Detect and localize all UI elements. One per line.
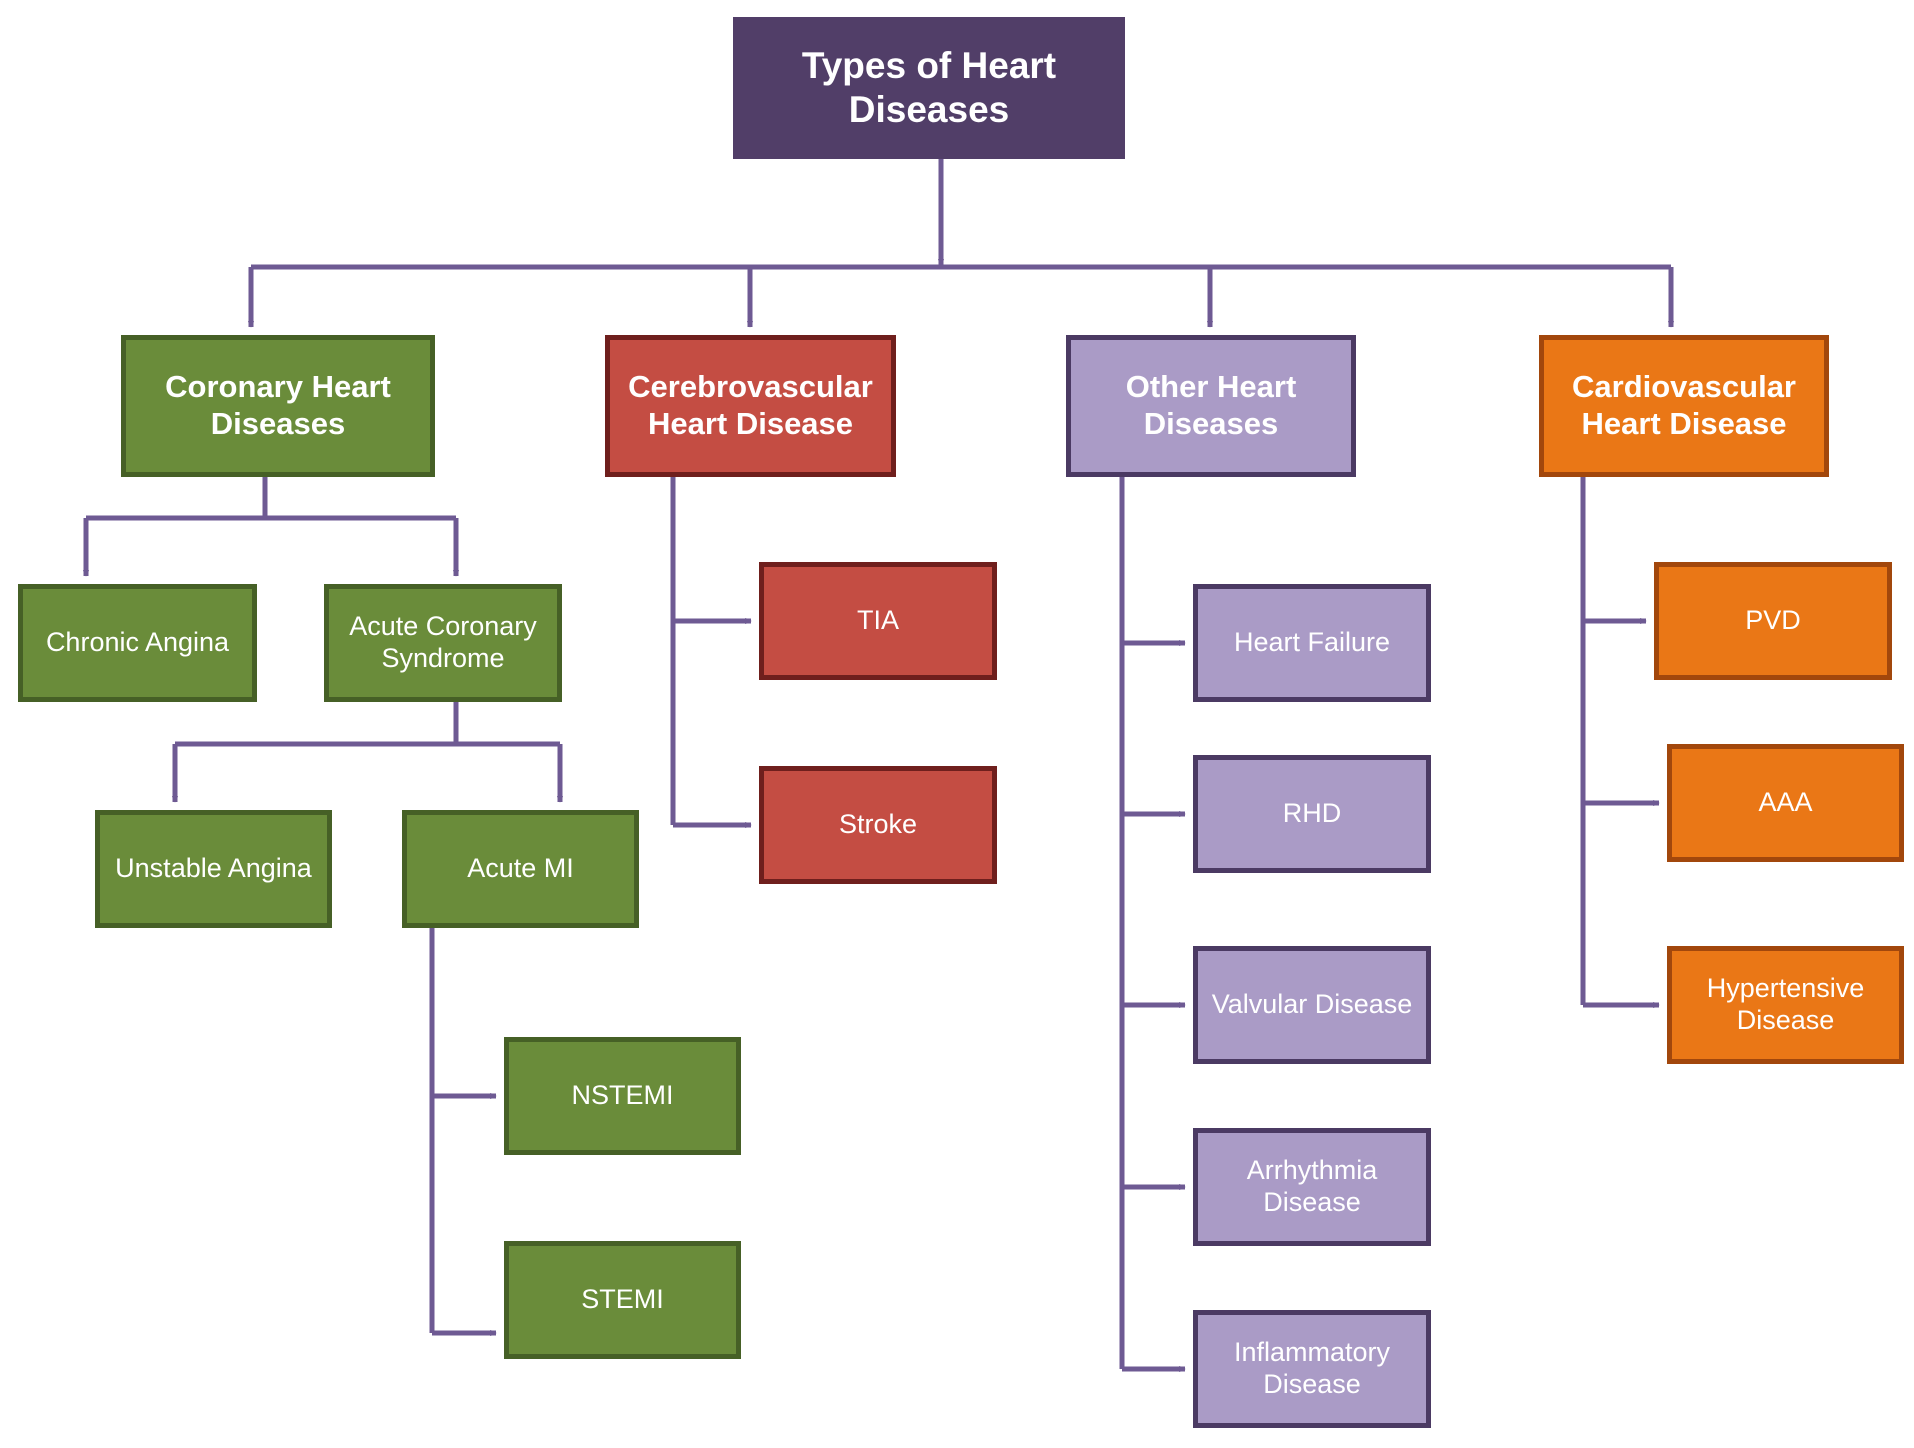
pvd-node: PVD [1654, 562, 1892, 680]
cardiovascular-heart-disease-node: Cardiovascular Heart Disease [1539, 335, 1829, 477]
valvular-disease-node: Valvular Disease [1193, 946, 1431, 1064]
hypertensive-label: Hypertensive Disease [1706, 973, 1865, 1035]
other-label: Other Heart Diseases [1125, 369, 1297, 441]
acute-mi-node: Acute MI [402, 810, 639, 928]
hypertensive-disease-node: Hypertensive Disease [1667, 946, 1904, 1064]
stemi-label: STEMI [581, 1284, 664, 1315]
arrhythmia-label: Arrhythmia Disease [1246, 1155, 1378, 1217]
aaa-label: AAA [1758, 787, 1813, 818]
acs-label: Acute Coronary Syndrome [349, 611, 537, 673]
rhd-node: RHD [1193, 755, 1431, 873]
unstable-angina-label: Unstable Angina [115, 853, 312, 884]
stroke-node: Stroke [759, 766, 997, 884]
coronary-heart-diseases-node: Coronary Heart Diseases [121, 335, 435, 477]
nstemi-label: NSTEMI [571, 1080, 674, 1111]
stroke-label: Stroke [838, 809, 918, 840]
tia-node: TIA [759, 562, 997, 680]
unstable-angina-node: Unstable Angina [95, 810, 332, 928]
cardiovascular-label: Cardiovascular Heart Disease [1572, 369, 1796, 441]
chronic-angina-label: Chronic Angina [45, 627, 230, 658]
pvd-label: PVD [1745, 605, 1801, 636]
heart-failure-node: Heart Failure [1193, 584, 1431, 702]
rhd-label: RHD [1282, 798, 1342, 829]
heart-failure-label: Heart Failure [1233, 627, 1391, 658]
other-heart-diseases-node: Other Heart Diseases [1066, 335, 1356, 477]
root-label: Types of Heart Diseases [801, 45, 1057, 130]
chronic-angina-node: Chronic Angina [18, 584, 257, 702]
root-node: Types of Heart Diseases [733, 17, 1125, 159]
valvular-label: Valvular Disease [1211, 989, 1413, 1020]
stemi-node: STEMI [504, 1241, 741, 1359]
acute-mi-label: Acute MI [467, 853, 574, 884]
arrhythmia-disease-node: Arrhythmia Disease [1193, 1128, 1431, 1246]
cerebrovascular-label: Cerebrovascular Heart Disease [628, 369, 873, 441]
acute-coronary-syndrome-node: Acute Coronary Syndrome [324, 584, 562, 702]
aaa-node: AAA [1667, 744, 1904, 862]
coronary-label: Coronary Heart Diseases [165, 369, 391, 441]
inflammatory-disease-node: Inflammatory Disease [1193, 1310, 1431, 1428]
tia-label: TIA [856, 605, 899, 636]
inflammatory-label: Inflammatory Disease [1233, 1337, 1391, 1399]
nstemi-node: NSTEMI [504, 1037, 741, 1155]
cerebrovascular-heart-disease-node: Cerebrovascular Heart Disease [605, 335, 896, 477]
